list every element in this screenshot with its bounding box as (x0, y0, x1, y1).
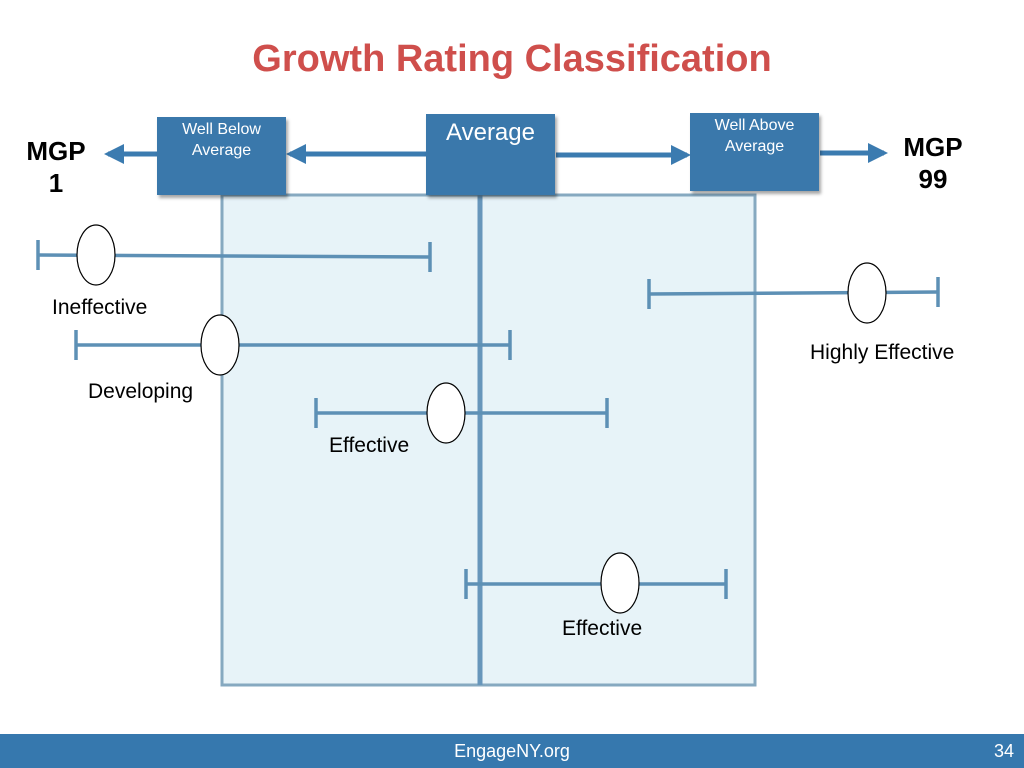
rating-label-effective-2: Effective (562, 617, 643, 640)
footer-bar: EngageNY.org 34 (0, 734, 1024, 768)
mgp-low-label: MGP 1 (18, 135, 94, 199)
rating-bar-effective-2 (464, 552, 728, 614)
average-label: Average (446, 119, 535, 146)
rating-label-highly-effective: Highly Effective (810, 341, 955, 364)
rating-bar-highly-effective (647, 262, 940, 324)
well-below-average-label: Well Below Average (182, 121, 261, 159)
slide-title: Growth Rating Classification (252, 38, 772, 80)
average-range-region (220, 193, 757, 687)
average-box: Average (426, 114, 555, 195)
mgp-high-title: MGP (903, 132, 963, 162)
mgp-high-value: 99 (918, 164, 948, 194)
well-above-average-box: Well Above Average (690, 113, 819, 191)
rating-label-ineffective: Ineffective (52, 296, 148, 319)
footer-site: EngageNY.org (454, 741, 570, 761)
rating-bar-ineffective (36, 224, 432, 286)
rating-label-effective-1: Effective (329, 434, 410, 457)
page-number: 34 (993, 741, 1014, 761)
mgp-low-title: MGP (26, 136, 86, 166)
rating-bar-effective-1 (314, 382, 609, 444)
well-above-average-label: Well Above Average (714, 117, 795, 155)
rating-bar-developing (74, 314, 512, 376)
rating-label-developing: Developing (88, 380, 194, 403)
mgp-high-label: MGP 99 (893, 131, 973, 195)
mgp-low-value: 1 (48, 168, 64, 198)
well-below-average-box: Well Below Average (157, 117, 286, 195)
